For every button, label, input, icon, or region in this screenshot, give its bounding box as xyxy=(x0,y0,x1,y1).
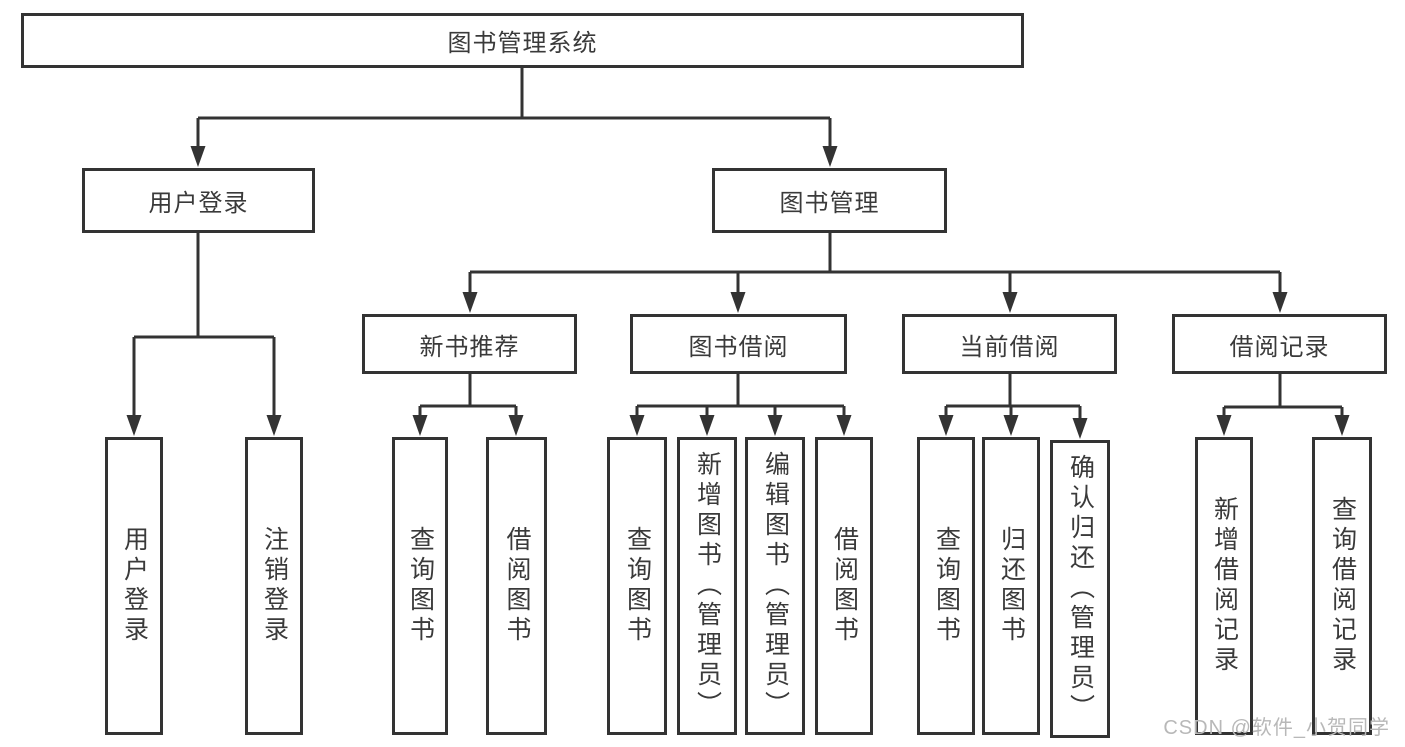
leaf-borrow-borrow-books: 借阅图书 xyxy=(815,437,873,735)
node-book-management: 图书管理 xyxy=(712,168,947,233)
connector-path xyxy=(132,68,1344,422)
leaf-return-books-label: 归还图书 xyxy=(997,526,1026,646)
node-root: 图书管理系统 xyxy=(21,13,1024,68)
leaf-logout-label: 注销登录 xyxy=(260,526,289,646)
leaf-query-borrow-record-label: 查询借阅记录 xyxy=(1328,496,1357,676)
node-root-label: 图书管理系统 xyxy=(447,30,598,57)
leaf-recommend-borrow-books-label: 借阅图书 xyxy=(503,526,531,646)
node-current-borrow: 当前借阅 xyxy=(902,314,1117,374)
leaf-borrow-query-books-label: 查询图书 xyxy=(623,526,652,646)
node-book-borrow: 图书借阅 xyxy=(630,314,847,374)
node-user-login: 用户登录 xyxy=(82,168,315,233)
leaf-user-login-label: 用户登录 xyxy=(120,526,149,646)
node-borrow-records-label: 借阅记录 xyxy=(1229,333,1330,361)
leaf-logout: 注销登录 xyxy=(245,437,303,735)
node-book-management-label: 图书管理 xyxy=(779,190,880,217)
leaf-borrow-query-books: 查询图书 xyxy=(607,437,667,735)
leaf-add-borrow-record: 新增借阅记录 xyxy=(1195,437,1253,735)
leaf-confirm-return-admin-label: 确认归还（管理员） xyxy=(1066,454,1095,724)
node-new-book-recommend: 新书推荐 xyxy=(362,314,577,374)
leaf-user-login: 用户登录 xyxy=(105,437,163,735)
leaf-return-books: 归还图书 xyxy=(982,437,1040,735)
leaf-add-book-admin-label: 新增图书（管理员） xyxy=(693,451,722,721)
leaf-current-query-books-label: 查询图书 xyxy=(932,526,961,646)
node-borrow-records: 借阅记录 xyxy=(1172,314,1387,374)
leaf-recommend-query-books: 查询图书 xyxy=(392,437,448,735)
leaf-edit-book-admin-label: 编辑图书（管理员） xyxy=(761,451,790,721)
node-new-book-recommend-label: 新书推荐 xyxy=(419,333,520,361)
leaf-add-borrow-record-label: 新增借阅记录 xyxy=(1210,496,1239,676)
leaf-add-book-admin: 新增图书（管理员） xyxy=(677,437,737,735)
node-book-borrow-label: 图书借阅 xyxy=(688,333,789,361)
leaf-current-query-books: 查询图书 xyxy=(917,437,975,735)
arrowheads xyxy=(126,146,1350,439)
leaf-borrow-borrow-books-label: 借阅图书 xyxy=(830,526,859,646)
leaf-edit-book-admin: 编辑图书（管理员） xyxy=(745,437,805,735)
node-current-borrow-label: 当前借阅 xyxy=(959,333,1060,361)
leaf-query-borrow-record: 查询借阅记录 xyxy=(1312,437,1372,735)
csdn-watermark: CSDN @软件_小贺同学 xyxy=(1163,717,1390,739)
leaf-recommend-query-books-label: 查询图书 xyxy=(406,526,435,646)
leaf-confirm-return-admin: 确认归还（管理员） xyxy=(1050,440,1110,738)
leaf-recommend-borrow-books: 借阅图书 xyxy=(486,437,547,735)
node-user-login-label: 用户登录 xyxy=(148,190,249,217)
